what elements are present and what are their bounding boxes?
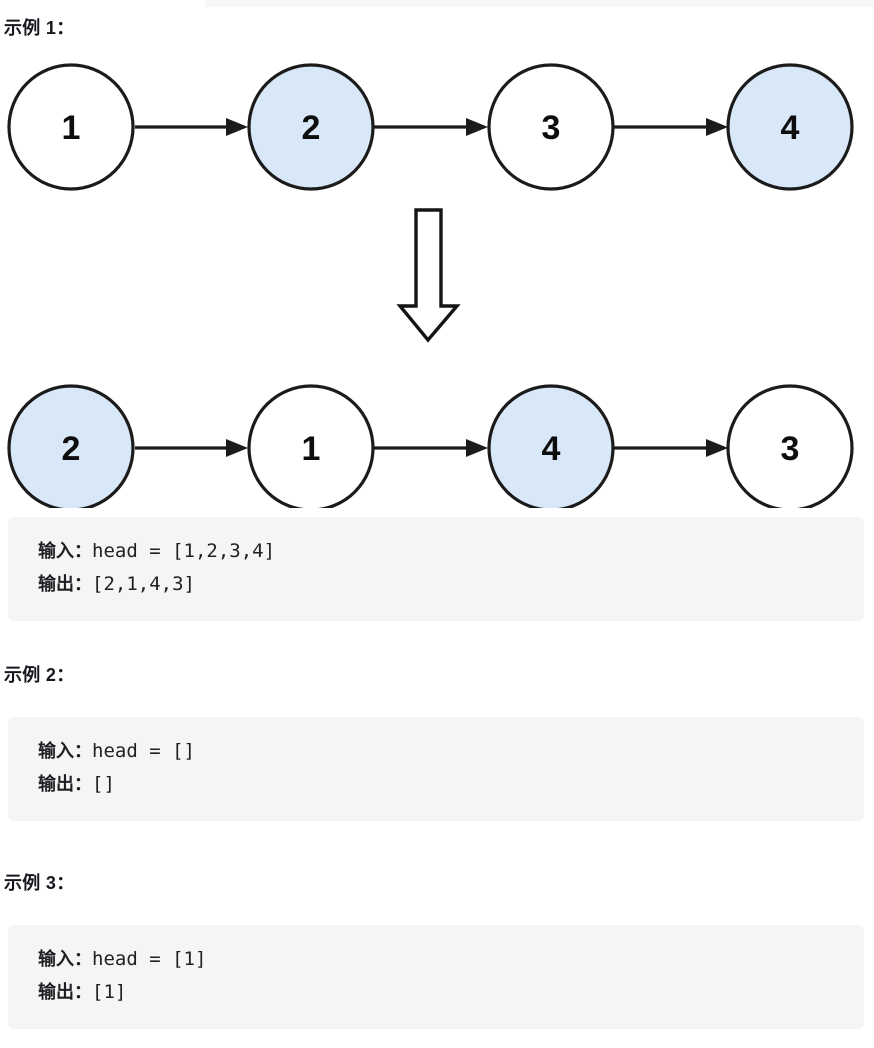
input-value: head = [1,2,3,4] [92,540,276,562]
node-before-3: 4 [726,63,854,191]
node-label: 2 [62,430,81,468]
output-value: [1] [92,981,127,1003]
example-2-heading: 示例 2： [4,665,75,685]
example-3-heading: 示例 3： [4,873,75,893]
example-1-heading: 示例 1： [4,18,75,38]
link-before-1 [135,118,248,136]
example-1-output-line: 输出：[2,1,4,3] [38,568,864,601]
node-label: 3 [542,109,561,147]
example-3-output-line: 输出：[1] [38,976,864,1009]
node-before-0: 1 [7,63,135,191]
diagram-row-before: 1 2 3 4 [7,63,854,191]
linked-list-diagram: 1 2 3 4 [0,48,874,508]
example-3-input-line: 输入：head = [1] [38,943,864,976]
node-label: 4 [542,430,561,468]
link-before-2 [374,118,488,136]
input-label: 输入： [38,949,92,969]
node-after-0: 2 [7,384,135,508]
output-label: 输出： [38,574,92,594]
example-2-output-line: 输出：[] [38,768,864,801]
node-before-1: 2 [247,63,375,191]
node-after-1: 1 [247,384,375,508]
example-1-input-line: 输入：head = [1,2,3,4] [38,535,864,568]
link-before-3 [614,118,728,136]
link-after-2 [374,439,488,457]
example-1-code-block: 输入：head = [1,2,3,4] 输出：[2,1,4,3] [8,517,864,621]
example-2-input-line: 输入：head = [] [38,735,864,768]
node-label: 3 [781,430,800,468]
node-label: 4 [781,109,800,147]
link-after-3 [614,439,728,457]
input-value: head = [1] [92,948,207,970]
down-arrow-icon [396,208,461,343]
output-value: [] [92,773,115,795]
output-value: [2,1,4,3] [92,573,195,595]
top-divider-strip [205,0,874,7]
node-label: 2 [302,109,321,147]
input-label: 输入： [38,541,92,561]
output-label: 输出： [38,982,92,1002]
node-label: 1 [62,109,81,147]
input-label: 输入： [38,741,92,761]
node-before-2: 3 [487,63,615,191]
input-value: head = [] [92,740,195,762]
example-2-code-block: 输入：head = [] 输出：[] [8,717,864,821]
node-after-3: 3 [726,384,854,508]
output-label: 输出： [38,774,92,794]
link-after-1 [135,439,248,457]
diagram-row-after: 2 1 4 3 [7,384,854,508]
node-after-2: 4 [487,384,615,508]
example-3-code-block: 输入：head = [1] 输出：[1] [8,925,864,1029]
node-label: 1 [302,430,321,468]
